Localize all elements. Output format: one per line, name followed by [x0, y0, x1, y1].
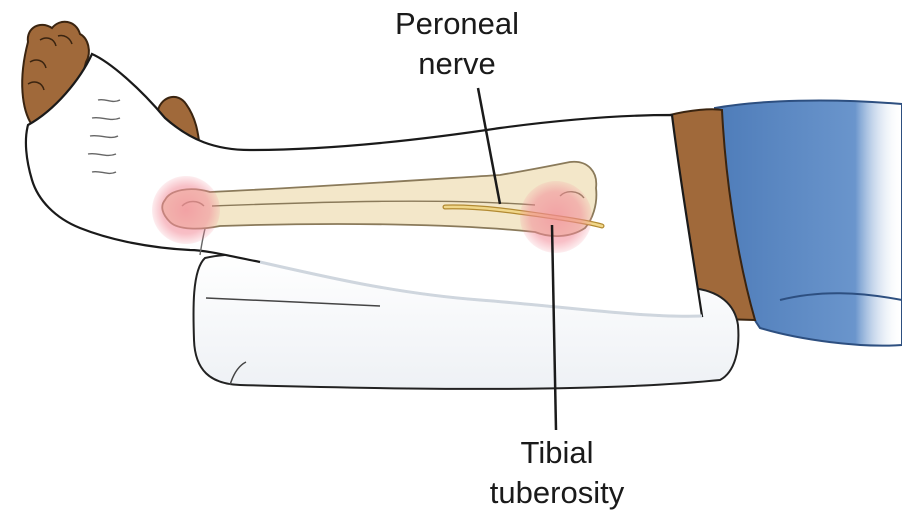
tibial-label-line2: tuberosity	[490, 475, 625, 510]
peroneal-nerve-label: Peroneal nerve	[395, 6, 519, 81]
ankle-pressure-point-icon	[152, 176, 220, 244]
tibial-label-line1: Tibial	[521, 435, 594, 470]
tibial-tuberosity-label: Tibial tuberosity	[490, 435, 625, 510]
peroneal-label-line2: nerve	[418, 46, 496, 81]
peroneal-label-line1: Peroneal	[395, 6, 519, 41]
knee-pressure-point-icon	[520, 181, 592, 253]
